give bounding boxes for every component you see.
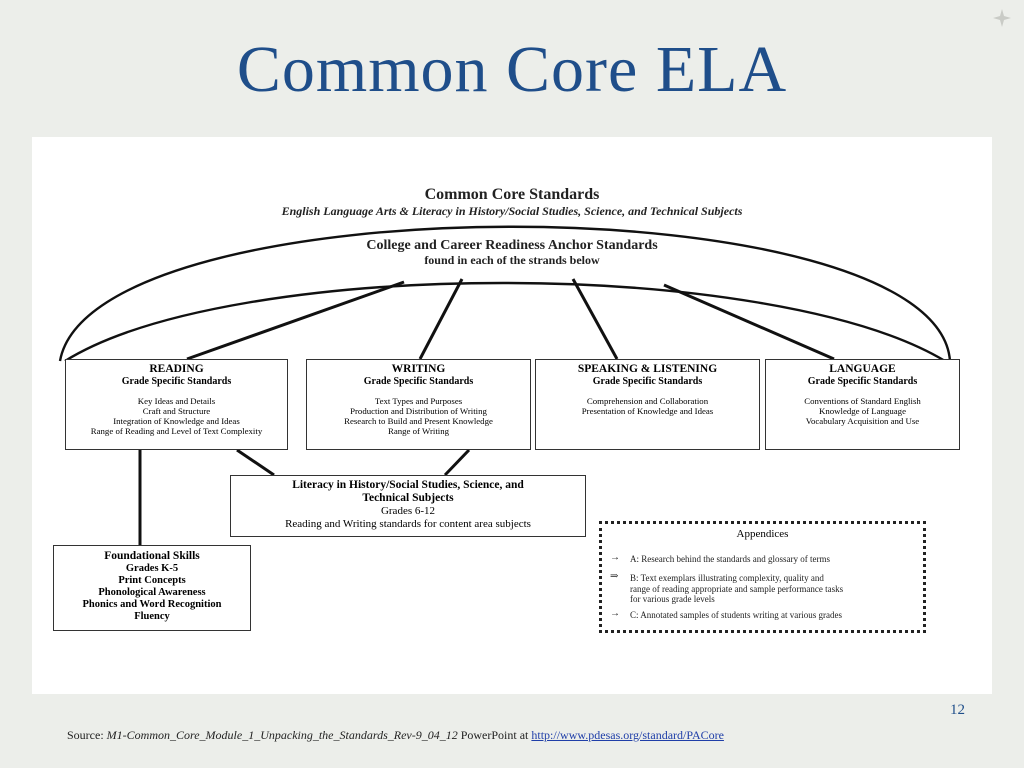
- anchor-arch-inner: [64, 281, 946, 363]
- strand-title: WRITING: [391, 363, 446, 375]
- connector-anchor-language: [663, 283, 835, 361]
- arrow-right-icon: →: [610, 608, 620, 619]
- diagram-subtitle: English Language Arts & Literacy in Hist…: [281, 204, 743, 218]
- double-arrow-right-icon: ⇒: [610, 571, 619, 582]
- connector-anchor-speaking: [571, 278, 619, 360]
- appendices-box: Appendices → A: Research behind the stan…: [599, 521, 926, 633]
- appendix-text: B: Text exemplars illustrating complexit…: [630, 573, 824, 583]
- foundational-item: Print Concepts: [118, 575, 186, 586]
- connector-writing-literacy: [443, 448, 471, 477]
- appendix-text: A: Research behind the standards and glo…: [630, 554, 830, 564]
- connector-anchor-writing: [418, 278, 464, 360]
- corner-decoration-icon: [993, 9, 1011, 27]
- strand-subtitle: Grade Specific Standards: [807, 376, 918, 387]
- diagram-title: Common Core Standards: [424, 186, 600, 203]
- literacy-title-line2: Technical Subjects: [362, 492, 454, 504]
- strand-subtitle: Grade Specific Standards: [121, 376, 232, 387]
- strand-box-reading: READING Grade Specific Standards Key Ide…: [65, 359, 288, 450]
- source-middle: PowerPoint at: [460, 728, 529, 742]
- source-citation: Source: M1-Common_Core_Module_1_Unpackin…: [67, 728, 724, 743]
- strand-box-language: LANGUAGE Grade Specific Standards Conven…: [765, 359, 960, 450]
- strand-item: Presentation of Knowledge and Ideas: [581, 406, 714, 416]
- diagram-panel: Common Core Standards English Language A…: [32, 137, 992, 694]
- source-link[interactable]: http://www.pdesas.org/standard/PACore: [531, 728, 724, 742]
- appendix-text: C: Annotated samples of students writing…: [630, 610, 842, 620]
- appendix-text: range of reading appropriate and sample …: [630, 583, 844, 594]
- strand-item: Comprehension and Collaboration: [586, 396, 709, 406]
- strand-item: Production and Distribution of Writing: [350, 406, 487, 416]
- strand-box-writing: WRITING Grade Specific Standards Text Ty…: [306, 359, 531, 450]
- foundational-item: Phonological Awareness: [98, 587, 206, 598]
- foundational-title: Foundational Skills: [104, 550, 200, 562]
- strand-title: SPEAKING & LISTENING: [577, 363, 718, 375]
- foundational-item: Phonics and Word Recognition: [82, 599, 222, 610]
- strand-subtitle: Grade Specific Standards: [592, 376, 703, 387]
- strand-subtitle: Grade Specific Standards: [363, 376, 474, 387]
- literacy-description: Reading and Writing standards for conten…: [285, 518, 531, 530]
- strand-item: Knowledge of Language: [819, 406, 906, 416]
- strand-item: Range of Writing: [387, 426, 450, 436]
- foundational-item: Grades K-5: [125, 563, 179, 574]
- foundational-skills-box: Foundational Skills Grades K-5 Print Con…: [53, 545, 251, 631]
- strand-title: LANGUAGE: [829, 363, 896, 375]
- anchor-arch-outer: [58, 225, 952, 362]
- page-number: 12: [950, 702, 965, 718]
- strand-item: Research to Build and Present Knowledge: [344, 416, 493, 426]
- literacy-grades: Grades 6-12: [380, 505, 436, 517]
- appendix-text: for various grade levels: [630, 594, 715, 604]
- strand-item: Range of Reading and Level of Text Compl…: [90, 426, 263, 436]
- foundational-item: Fluency: [134, 611, 170, 622]
- connector-anchor-reading: [186, 280, 405, 361]
- strand-item: Key Ideas and Details: [137, 396, 216, 406]
- anchor-title: College and Career Readiness Anchor Stan…: [366, 238, 658, 253]
- strand-box-speaking-listening: SPEAKING & LISTENING Grade Specific Stan…: [535, 359, 760, 450]
- strand-title: READING: [149, 363, 204, 375]
- anchor-subtitle: found in each of the strands below: [424, 253, 600, 267]
- arrow-right-icon: →: [610, 552, 620, 563]
- literacy-title-line1: Literacy in History/Social Studies, Scie…: [292, 479, 524, 491]
- strand-item: Vocabulary Acquisition and Use: [805, 416, 920, 426]
- diagram-connectors: [58, 225, 952, 545]
- strand-item: Integration of Knowledge and Ideas: [113, 416, 240, 426]
- connector-reading-literacy: [236, 448, 275, 477]
- source-prefix: Source:: [67, 728, 104, 742]
- slide-title: Common Core ELA: [236, 33, 788, 106]
- strand-item: Text Types and Purposes: [374, 396, 463, 406]
- literacy-box: Literacy in History/Social Studies, Scie…: [230, 475, 586, 537]
- appendices-title: Appendices: [736, 528, 789, 540]
- strand-item: Conventions of Standard English: [804, 396, 921, 406]
- strand-item: Craft and Structure: [142, 406, 211, 416]
- source-document: M1-Common_Core_Module_1_Unpacking_the_St…: [106, 728, 458, 742]
